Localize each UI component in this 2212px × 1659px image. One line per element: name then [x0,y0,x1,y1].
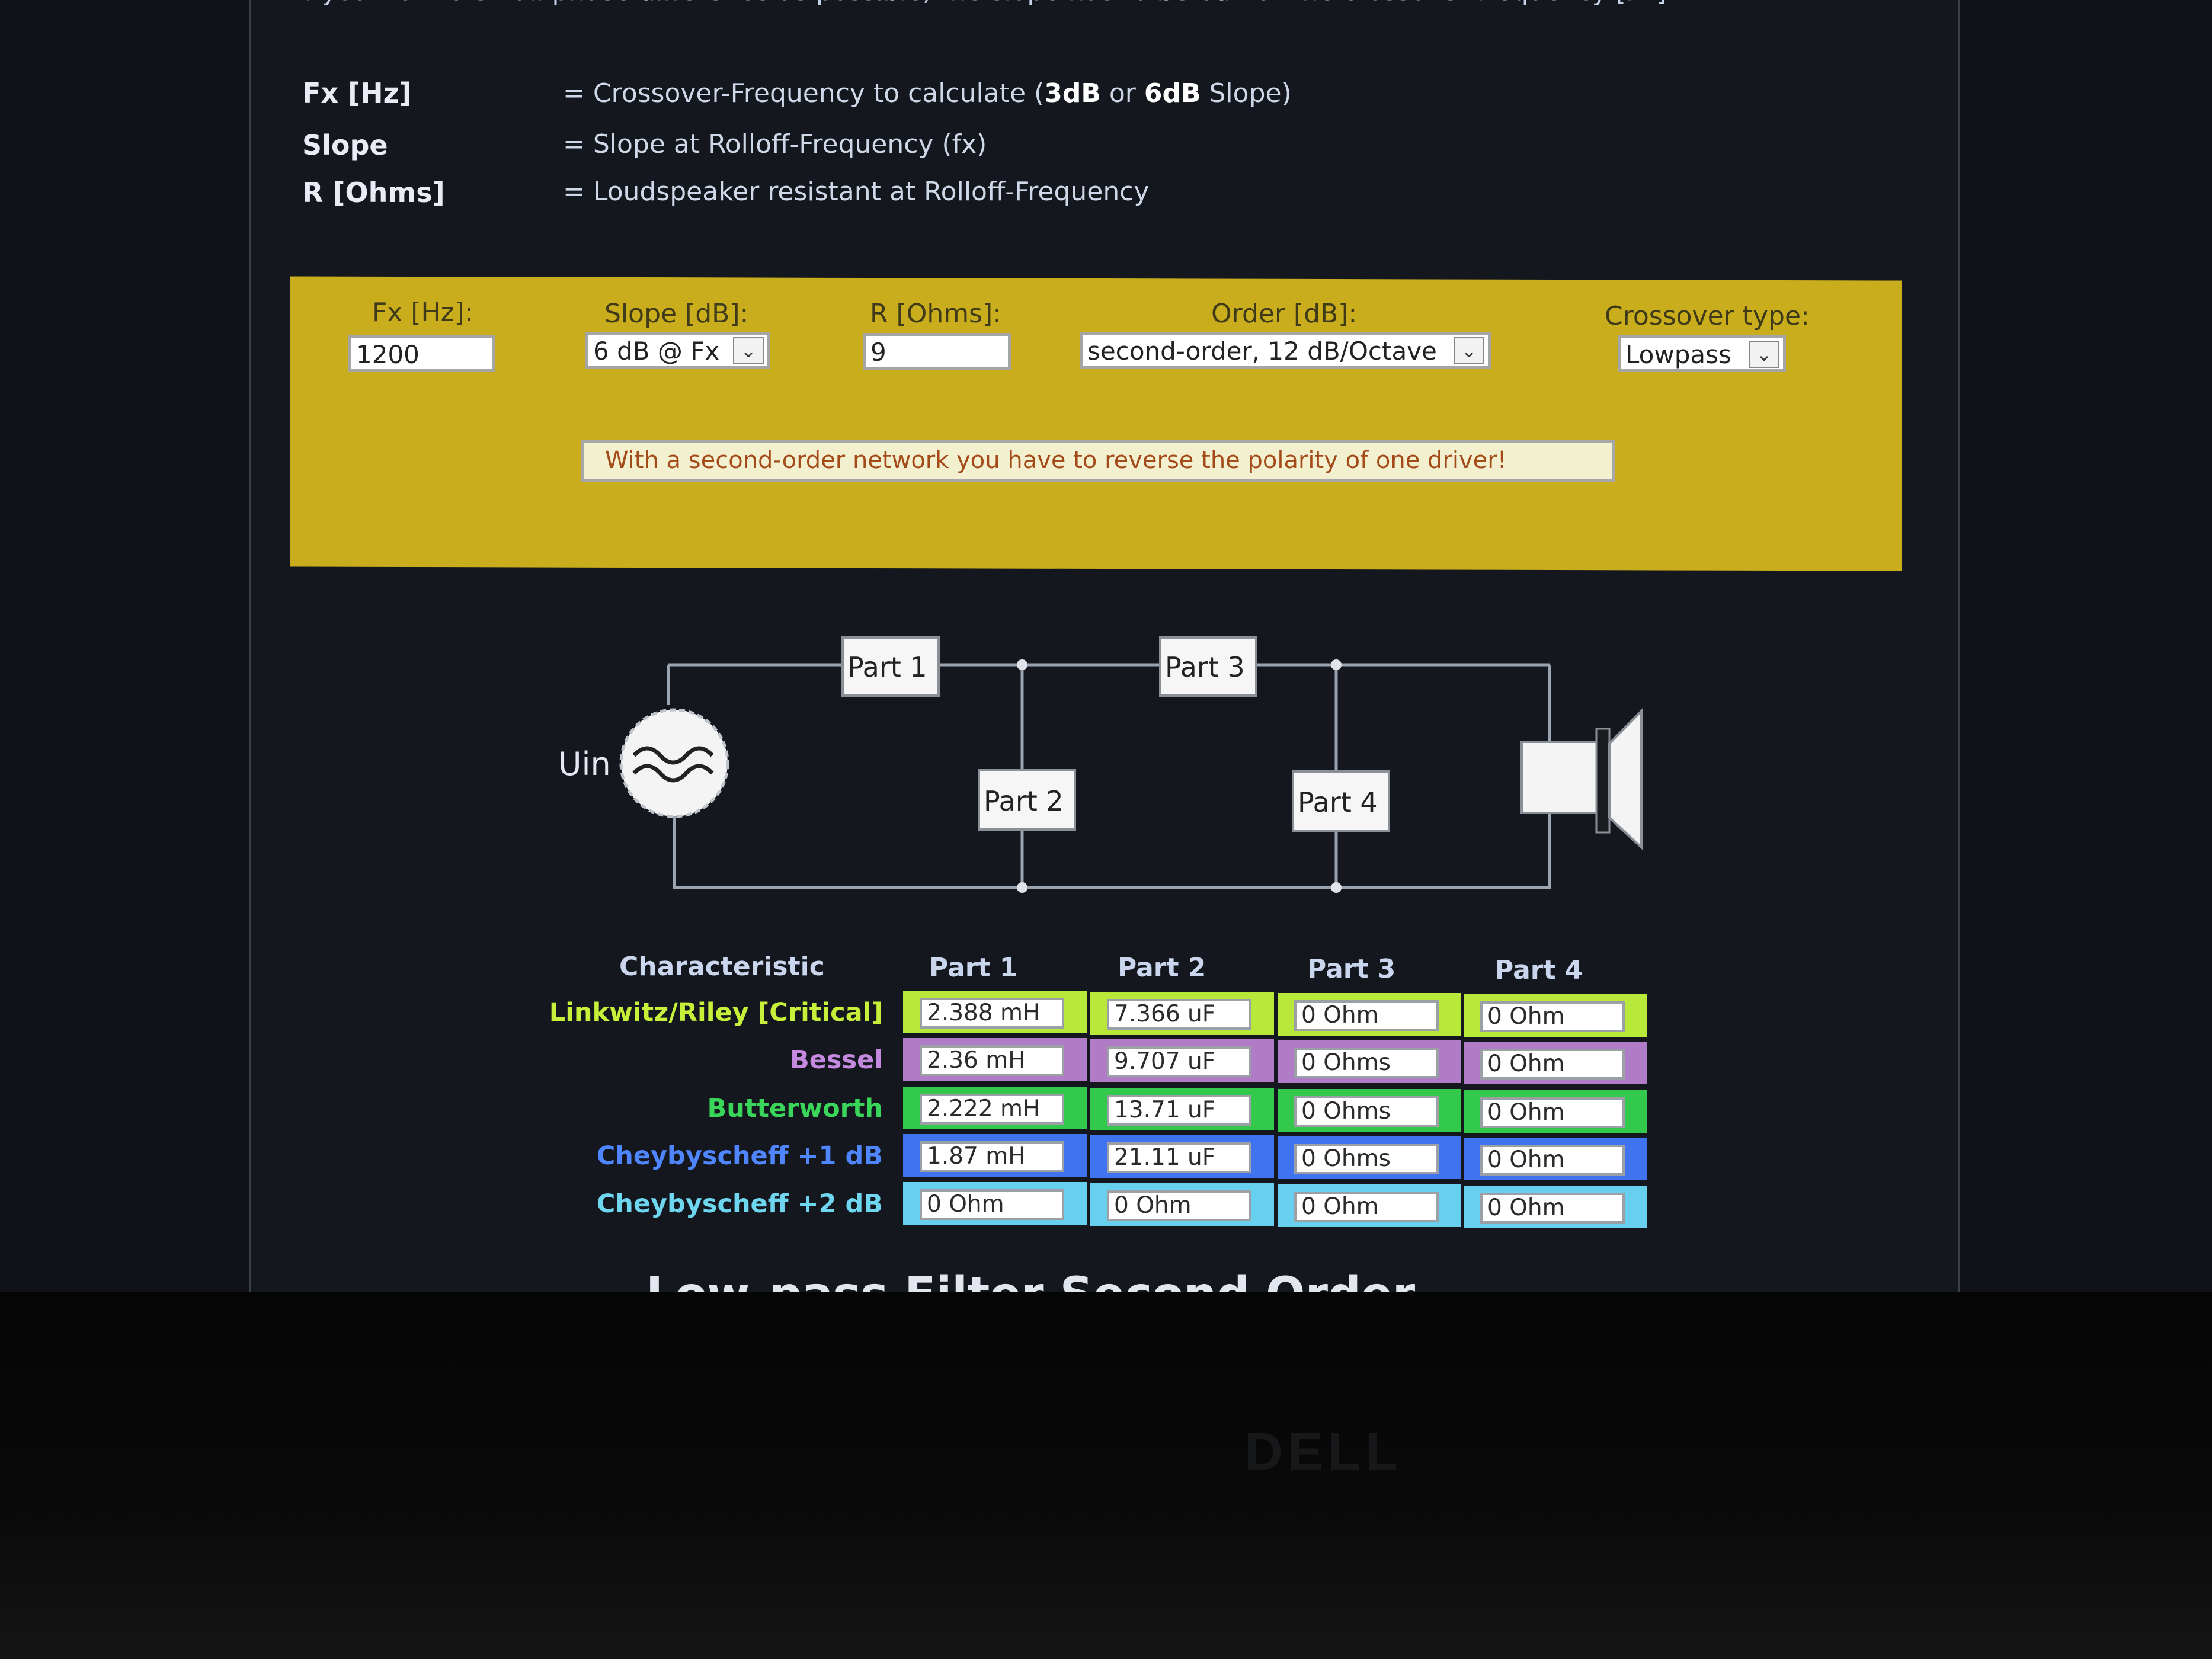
table-cell: 9.707 uF [1090,1039,1274,1082]
part-2-label: Part 2 [984,785,1064,817]
table-cell: 0 Ohm [1464,1042,1647,1084]
table-cell: 13.71 uF [1090,1088,1274,1130]
monitor-bezel: DELL [0,1292,2212,1659]
table-cell: 2.222 mH [903,1087,1087,1129]
result-field[interactable]: 1.87 mH [920,1141,1064,1172]
definition-desc-fx: = Crossover-Frequency to calculate (3dB … [563,78,1292,108]
table-cell: 0 Ohm [1278,993,1461,1036]
table-cell: 0 Ohms [1278,1040,1461,1083]
slope-select-value: 6 dB @ Fx [593,337,720,366]
monitor-screen: If you want a small phase difference as … [249,0,1960,1321]
crossover-type-value: Lowpass [1625,340,1731,369]
part-1-box: Part 1 [841,636,940,697]
table-cell: 2.388 mH [903,991,1087,1033]
order-label: Order [dB]: [1211,299,1358,329]
order-select[interactable]: second-order, 12 dB/Octave ⌄ [1080,332,1491,369]
table-header-part-3: Part 3 [1307,954,1396,984]
table-cell: 0 Ohm [1278,1184,1461,1227]
table-cell: 0 Ohms [1278,1089,1461,1132]
table-header-part-1: Part 1 [929,953,1018,983]
crossover-type-select[interactable]: Lowpass ⌄ [1618,335,1786,372]
definition-desc-r: = Loudspeaker resistant at Rolloff-Frequ… [563,177,1150,207]
table-header-part-4: Part 4 [1494,955,1583,985]
result-field[interactable]: 0 Ohms [1294,1048,1439,1078]
uin-label: Uin [558,745,611,783]
table-header-part-2: Part 2 [1118,953,1206,983]
result-field[interactable]: 2.36 mH [920,1045,1064,1076]
crossover-type-label: Crossover type: [1605,301,1810,331]
table-cell: 0 Ohm [1090,1183,1274,1226]
part-4-label: Part 4 [1298,786,1378,818]
result-field[interactable]: 9.707 uF [1107,1046,1251,1077]
chevron-down-icon[interactable]: ⌄ [733,337,764,364]
loudspeaker-icon [1520,708,1643,850]
slope-label: Slope [dB]: [604,299,749,329]
circuit-wires [667,663,1551,889]
definition-term-r: R [Ohms] [302,177,445,209]
part-3-label: Part 3 [1165,651,1245,683]
result-field[interactable]: 13.71 uF [1107,1095,1251,1126]
row-label: Cheybyscheff +1 dB [596,1141,883,1171]
row-label: Butterworth [707,1094,883,1123]
part-2-box: Part 2 [978,769,1076,831]
result-field[interactable]: 7.366 uF [1107,999,1251,1030]
fx-label: Fx [Hz]: [372,297,473,328]
result-field[interactable]: 21.11 uF [1107,1142,1251,1173]
chevron-down-icon[interactable]: ⌄ [1454,337,1484,364]
table-cell: 21.11 uF [1090,1135,1274,1178]
result-field[interactable]: 0 Ohms [1294,1144,1439,1174]
definition-term-fx: Fx [Hz] [302,77,412,109]
slope-select[interactable]: 6 dB @ Fx ⌄ [585,332,770,369]
chevron-down-icon[interactable]: ⌄ [1749,341,1779,368]
r-label: R [Ohms]: [870,299,1002,329]
intro-text: If you want a small phase difference as … [296,0,1666,7]
row-label: Linkwitz/Riley [Critical] [549,998,883,1027]
part-4-box: Part 4 [1292,770,1390,832]
table-cell: 7.366 uF [1090,992,1274,1035]
table-cell: 0 Ohm [1464,994,1647,1037]
table-cell: 0 Ohms [1278,1136,1461,1179]
result-field[interactable]: 0 Ohm [1107,1190,1251,1221]
ac-source-icon [619,708,729,818]
table-header-characteristic: Characteristic [619,952,825,982]
result-field[interactable]: 0 Ohm [1480,1193,1625,1224]
fx-input[interactable]: 1200 [348,335,495,372]
monitor-brand-logo: DELL [1244,1423,1403,1482]
part-3-box: Part 3 [1159,636,1257,697]
r-input[interactable]: 9 [863,333,1011,370]
result-field[interactable]: 0 Ohm [1480,1097,1625,1128]
row-label: Cheybyscheff +2 dB [596,1189,883,1219]
result-field[interactable]: 0 Ohm [1480,1001,1625,1032]
crossover-circuit-diagram: Uin Part 1 Part 3 Part 2 Part 4 [558,636,1643,893]
definition-term-slope: Slope [302,129,388,161]
table-cell: 0 Ohm [1464,1090,1647,1133]
row-label: Bessel [789,1045,883,1075]
result-field[interactable]: 0 Ohm [920,1189,1064,1220]
result-field[interactable]: 0 Ohm [1480,1145,1625,1176]
circuit-junctions [1017,659,1342,893]
polarity-notice: With a second-order network you have to … [581,440,1615,482]
table-cell: 2.36 mH [903,1038,1087,1081]
result-field[interactable]: 2.388 mH [920,998,1064,1029]
table-cell: 0 Ohm [1464,1186,1647,1228]
table-cell: 1.87 mH [903,1134,1087,1177]
definition-desc-slope: = Slope at Rolloff-Frequency (fx) [563,129,987,159]
order-select-value: second-order, 12 dB/Octave [1087,337,1437,366]
result-field[interactable]: 0 Ohm [1294,1192,1439,1222]
result-field[interactable]: 0 Ohms [1294,1096,1439,1127]
result-field[interactable]: 0 Ohm [1294,1000,1439,1031]
table-cell: 0 Ohm [1464,1138,1647,1180]
table-cell: 0 Ohm [903,1182,1087,1225]
part-1-label: Part 1 [847,651,927,683]
result-field[interactable]: 2.222 mH [920,1094,1064,1125]
result-field[interactable]: 0 Ohm [1480,1049,1625,1080]
